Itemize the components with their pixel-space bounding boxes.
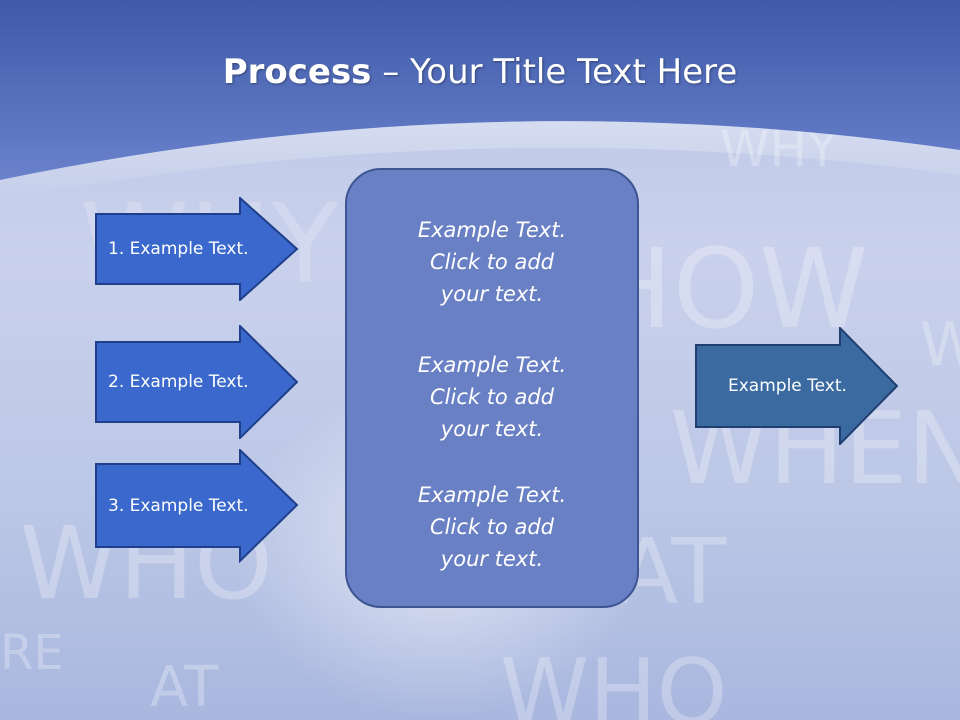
block-line: Example Text.: [417, 483, 567, 507]
process-step-arrow-1[interactable]: 1. Example Text.: [95, 195, 300, 303]
title-text: – Your Title Text Here: [371, 52, 738, 92]
arrow-shape: [95, 323, 299, 441]
arrow-label: 1. Example Text.: [108, 239, 249, 259]
block-line: Example Text.: [417, 218, 567, 242]
background-word: RE: [0, 625, 64, 681]
title-bold: Process: [222, 52, 372, 92]
process-step-arrow-2[interactable]: 2. Example Text.: [95, 323, 300, 441]
arrow-label: Example Text.: [728, 376, 847, 396]
center-text-block-3: Example Text. Click to add your text.: [347, 479, 637, 575]
arrow-shape: [695, 325, 899, 447]
background-word: W: [920, 310, 960, 380]
block-line: Click to add: [429, 515, 554, 539]
block-line: your text.: [440, 547, 544, 571]
center-text-box[interactable]: Example Text. Click to add your text. Ex…: [345, 168, 639, 608]
slide-title[interactable]: Process – Your Title Text Here: [0, 52, 960, 92]
arrow-shape: [95, 195, 299, 303]
arrow-label: 3. Example Text.: [108, 496, 249, 516]
block-line: Click to add: [429, 250, 554, 274]
arrow-label: 2. Example Text.: [108, 372, 249, 392]
block-line: Example Text.: [417, 353, 567, 377]
arrow-shape: [95, 447, 299, 564]
block-line: your text.: [440, 282, 544, 306]
block-line: your text.: [440, 417, 544, 441]
center-text-block-2: Example Text. Click to add your text.: [347, 349, 637, 445]
block-line: Click to add: [429, 385, 554, 409]
result-arrow[interactable]: Example Text.: [695, 325, 900, 447]
background-word: AT: [150, 655, 219, 720]
header-band: [0, 0, 960, 200]
process-step-arrow-3[interactable]: 3. Example Text.: [95, 447, 300, 564]
center-text-block-1: Example Text. Click to add your text.: [347, 214, 637, 310]
